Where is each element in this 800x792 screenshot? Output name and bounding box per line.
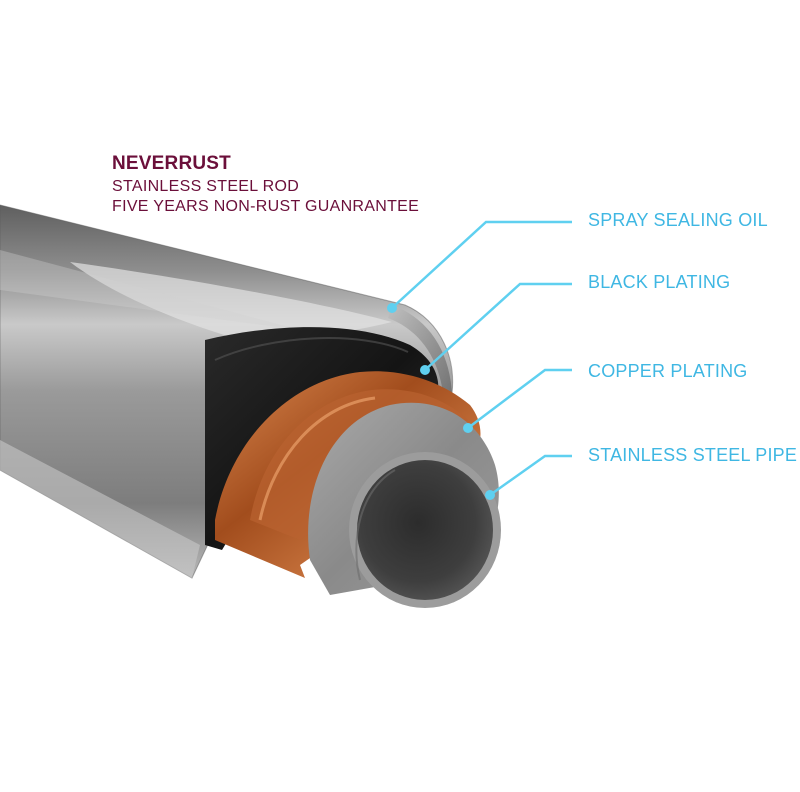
brand-block: NEVERRUST STAINLESS STEEL ROD FIVE YEARS… bbox=[112, 154, 419, 219]
product-line: STAINLESS STEEL ROD bbox=[112, 178, 300, 195]
callout-dot-steel bbox=[485, 490, 495, 500]
callout-label-black-plating: BLACK PLATING bbox=[588, 272, 731, 292]
callout-label-spray-sealing-oil: SPRAY SEALING OIL bbox=[588, 210, 768, 230]
guarantee-line: FIVE YEARS NON-RUST GUANRANTEE bbox=[112, 198, 420, 215]
stainless-steel-pipe-layer bbox=[308, 402, 501, 608]
callout-lines bbox=[391, 220, 572, 497]
callout-dots bbox=[387, 303, 495, 500]
callout-line-black bbox=[424, 282, 572, 371]
callout-line-copper bbox=[467, 368, 572, 429]
callout-label-stainless-steel-pipe: STAINLESS STEEL PIPE bbox=[588, 445, 798, 465]
callout-label-copper-plating: COPPER PLATING bbox=[588, 361, 748, 381]
callout-line-oil bbox=[391, 220, 572, 309]
callout-dot-oil bbox=[387, 303, 397, 313]
callout-dot-black bbox=[420, 365, 430, 375]
callout-line-steel bbox=[489, 454, 572, 497]
brand-name: NEVERRUST bbox=[112, 153, 231, 174]
callout-dot-copper bbox=[463, 423, 473, 433]
